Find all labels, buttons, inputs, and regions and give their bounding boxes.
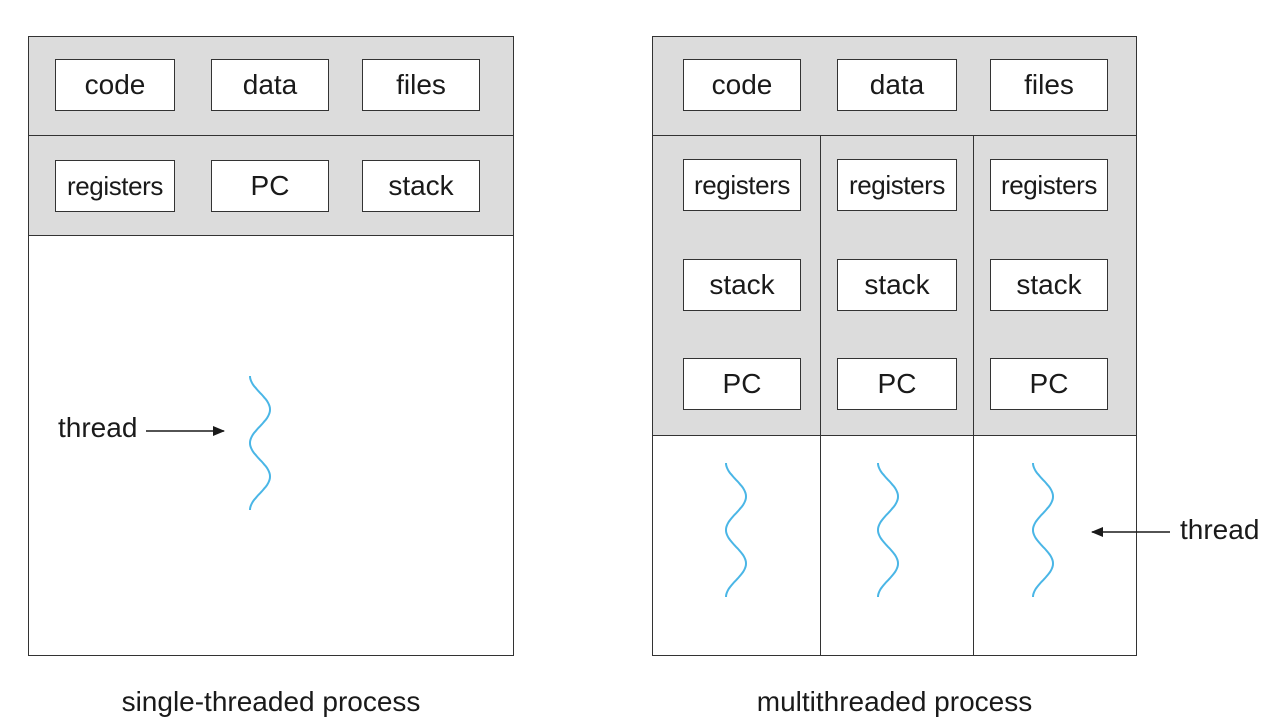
thread2-pc-box: PC: [837, 358, 957, 410]
thread2-stack-box: stack: [837, 259, 957, 311]
thread2-registers-box: registers: [837, 159, 957, 211]
multi-column-divider-1: [820, 135, 821, 656]
thread2-squiggle: [876, 462, 900, 598]
multi-divider-2: [652, 435, 1137, 436]
thread1-registers-box: registers: [683, 159, 801, 211]
single-data-box: data: [211, 59, 329, 111]
thread3-pc-box: PC: [990, 358, 1108, 410]
single-files-box: files: [362, 59, 480, 111]
single-divider-1: [28, 135, 514, 136]
thread1-stack-box: stack: [683, 259, 801, 311]
single-threaded-caption: single-threaded process: [121, 686, 421, 717]
multithreaded-caption: multithreaded process: [756, 686, 1033, 717]
single-thread-label: thread: [58, 412, 138, 443]
single-thread-squiggle: [248, 375, 272, 511]
multi-column-divider-2: [973, 135, 974, 656]
single-divider-2: [28, 235, 514, 236]
single-stack-box: stack: [362, 160, 480, 212]
multithreaded-process-box: [652, 36, 1137, 656]
thread3-stack-box: stack: [990, 259, 1108, 311]
single-registers-box: registers: [55, 160, 175, 212]
multi-data-box: data: [837, 59, 957, 111]
single-pc-box: PC: [211, 160, 329, 212]
multi-files-box: files: [990, 59, 1108, 111]
multi-thread-label: thread: [1180, 514, 1260, 545]
single-threaded-process-box: [28, 36, 514, 656]
single-code-box: code: [55, 59, 175, 111]
thread1-squiggle: [724, 462, 748, 598]
thread3-registers-box: registers: [990, 159, 1108, 211]
thread3-squiggle: [1031, 462, 1055, 598]
multi-code-box: code: [683, 59, 801, 111]
multi-divider-1: [652, 135, 1137, 136]
thread1-pc-box: PC: [683, 358, 801, 410]
thread-squiggles: [248, 375, 1055, 598]
